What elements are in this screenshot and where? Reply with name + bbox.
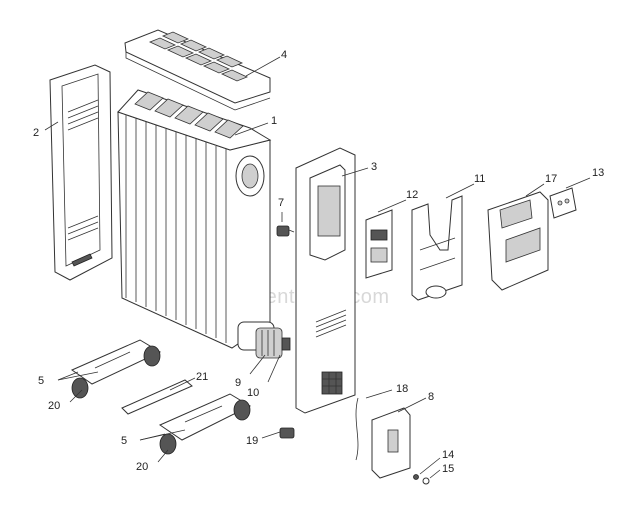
label-2: 2 (33, 127, 39, 139)
label-3: 3 (371, 161, 377, 173)
part-radiator-body (117, 89, 275, 351)
label-8: 8 (428, 391, 434, 403)
part-connector (255, 327, 291, 359)
label-20-lower: 20 (136, 461, 148, 473)
part-control-holder (411, 195, 463, 301)
label-11: 11 (474, 173, 485, 185)
label-5-upper: 5 (38, 375, 44, 387)
part-front-panel (295, 147, 356, 414)
part-top-grille (124, 29, 271, 111)
label-4: 4 (281, 49, 287, 61)
label-12: 12 (406, 189, 418, 201)
part-thermostat-knob (276, 225, 295, 237)
leader-lines (44, 56, 591, 479)
part-knob-housing (371, 407, 411, 479)
part-foot-upper (70, 339, 162, 399)
part-washers (413, 474, 430, 485)
label-13: 13 (592, 167, 604, 179)
part-switch-bracket (365, 209, 393, 279)
label-19: 19 (246, 435, 258, 447)
part-clip (279, 427, 295, 439)
part-left-side-panel (49, 64, 113, 281)
label-1: 1 (271, 115, 277, 127)
part-control-cover (487, 191, 549, 291)
label-10: 10 (247, 387, 259, 399)
label-9: 9 (235, 377, 241, 389)
label-15: 15 (442, 463, 454, 475)
label-5-lower: 5 (121, 435, 127, 447)
label-18: 18 (396, 383, 408, 395)
label-7: 7 (278, 197, 284, 209)
callout-labels: 4 1 2 3 7 12 11 17 13 9 10 5 20 21 5 20 … (33, 49, 604, 475)
part-foot-lower (158, 393, 252, 455)
part-foot-plate (121, 379, 193, 415)
part-cord (355, 397, 359, 461)
label-17: 17 (545, 173, 557, 185)
label-14: 14 (442, 449, 454, 461)
part-display-lens (549, 187, 577, 219)
label-20-upper: 20 (48, 400, 60, 412)
label-21: 21 (196, 371, 208, 383)
